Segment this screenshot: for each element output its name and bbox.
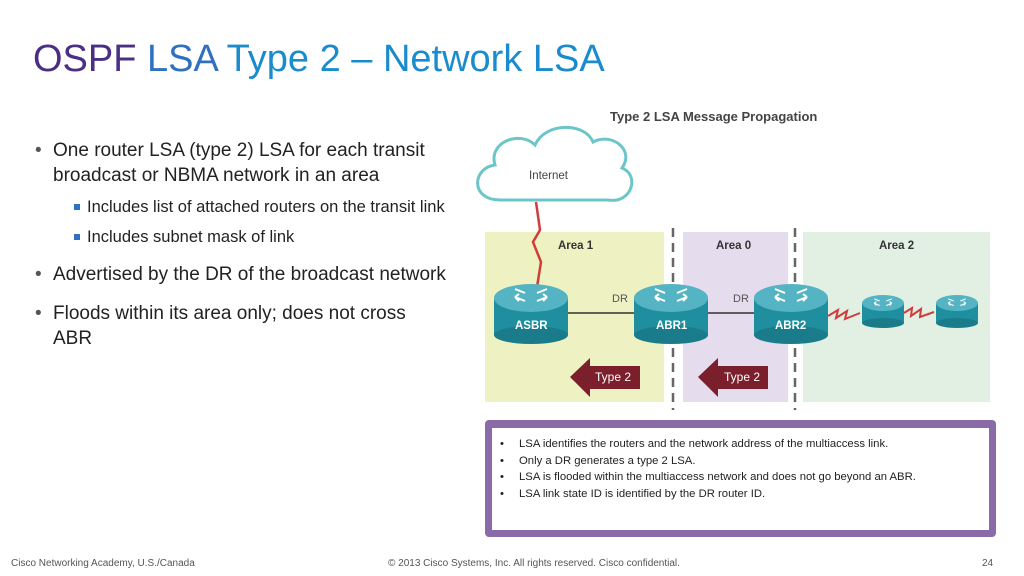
sub-bullet-text: Includes subnet mask of link [87, 228, 295, 246]
note-item: Only a DR generates a type 2 LSA. [497, 453, 982, 470]
title-part-type: Type 2 [226, 38, 341, 80]
note-item: LSA identifies the routers and the netwo… [497, 436, 982, 453]
router-label-abr2: ABR2 [775, 320, 806, 332]
page-number: 24 [982, 558, 994, 569]
diagram-title: Type 2 LSA Message Propagation [610, 109, 817, 124]
square-bullet-icon [74, 234, 80, 240]
area-0-label: Area 0 [716, 240, 751, 252]
note-item: LSA link state ID is identified by the D… [497, 486, 982, 503]
internet-cloud-icon [476, 125, 634, 202]
left-arrow-icon [570, 358, 640, 397]
bullet-item: Advertised by the DR of the broadcast ne… [33, 262, 448, 287]
left-arrow-icon [698, 358, 768, 397]
serial-link [903, 306, 935, 319]
sub-bullet-item: Includes list of attached routers on the… [53, 196, 448, 218]
router-icon [862, 295, 904, 328]
router-label-abr1: ABR1 [656, 320, 688, 332]
notes-list: LSA identifies the routers and the netwo… [497, 436, 982, 502]
area-2-label: Area 2 [879, 240, 914, 252]
square-bullet-icon [74, 204, 80, 210]
bullet-item: Floods within its area only; does not cr… [33, 301, 448, 351]
bullet-text: Floods within its area only; does not cr… [53, 303, 406, 349]
serial-link [827, 307, 861, 321]
title-part-network-lsa: – Network LSA [351, 38, 605, 80]
title-part-ospf: OSPF [33, 38, 137, 80]
sub-bullet-text: Includes list of attached routers on the… [87, 198, 445, 216]
router-icon [754, 284, 828, 344]
note-item: LSA is flooded within the multiaccess ne… [497, 469, 982, 486]
slide-title: OSPF LSA Type 2 – Network LSA [33, 36, 605, 82]
arrow-label: Type 2 [595, 370, 631, 384]
router-icon [494, 284, 568, 344]
footer-copyright: © 2013 Cisco Systems, Inc. All rights re… [388, 558, 680, 569]
bullet-list: One router LSA (type 2) LSA for each tra… [33, 138, 448, 363]
router-icon [936, 295, 978, 328]
title-part-lsa: LSA [147, 38, 217, 80]
sub-bullet-item: Includes subnet mask of link [53, 226, 448, 248]
wan-link [531, 201, 543, 288]
arrow-label: Type 2 [724, 370, 760, 384]
internet-label: Internet [529, 170, 569, 182]
router-label-asbr: ASBR [515, 320, 548, 332]
dr-label: DR [733, 293, 749, 305]
router-icon [634, 284, 708, 344]
area-1-label: Area 1 [558, 240, 594, 252]
bullet-item: One router LSA (type 2) LSA for each tra… [33, 138, 448, 248]
bullet-text: One router LSA (type 2) LSA for each tra… [53, 140, 425, 186]
footer-left: Cisco Networking Academy, U.S./Canada [11, 558, 195, 569]
bullet-text: Advertised by the DR of the broadcast ne… [53, 264, 446, 285]
dr-label: DR [612, 293, 628, 305]
